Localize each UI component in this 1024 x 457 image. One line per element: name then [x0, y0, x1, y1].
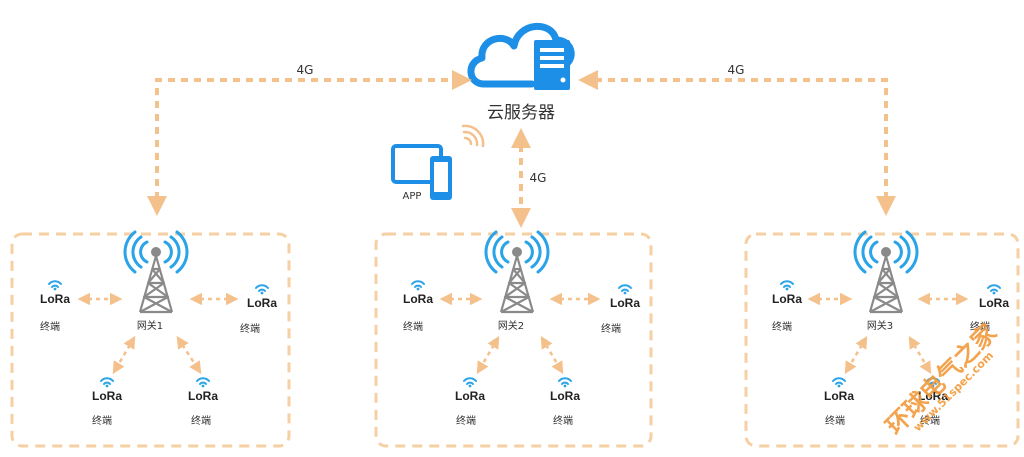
- link-middle-label: 4G: [530, 171, 547, 185]
- gateway-group-3: 网关3 LoRa 终端 LoRa 终端 LoRa 终端 LoRa 终端: [744, 230, 1020, 448]
- terminal-label: 终端: [456, 414, 476, 427]
- lora-logo: LoRa: [92, 389, 122, 403]
- cloud-server-icon: [467, 22, 575, 90]
- lora-logo: LoRa: [979, 296, 1009, 310]
- terminal-label: 终端: [601, 322, 621, 335]
- tower-icon: [123, 230, 189, 314]
- gateway-label: 网关2: [498, 319, 524, 332]
- wifi-icon: [618, 284, 632, 296]
- gateway-group-1: 网关1 LoRa 终端 LoRa 终端 LoRa 终端 LoRa 终端: [10, 230, 291, 448]
- terminal-label: 终端: [825, 414, 845, 427]
- lora-logo: LoRa: [772, 292, 802, 306]
- wifi-icon: [100, 377, 114, 389]
- terminal-label: 终端: [92, 414, 112, 427]
- lora-logo: LoRa: [40, 292, 70, 306]
- tower-icon: [853, 230, 919, 314]
- wifi-icon: [463, 377, 477, 389]
- terminal-label: 终端: [191, 414, 211, 427]
- tower-icon: [484, 230, 550, 314]
- gateway-group-2: 网关2 LoRa 终端 LoRa 终端 LoRa 终端 LoRa 终端: [374, 230, 653, 448]
- watermark: 环球电气之家 www.51spec.com: [880, 319, 1002, 441]
- lora-logo: LoRa: [455, 389, 485, 403]
- watermark-text: 环球电气之家: [880, 319, 1002, 441]
- terminal-label: 终端: [920, 414, 940, 427]
- link-left-label: 4G: [297, 63, 314, 77]
- lora-logo: LoRa: [610, 296, 640, 310]
- link-right-label: 4G: [728, 63, 745, 77]
- wifi-icon: [832, 377, 846, 389]
- lora-logo: LoRa: [403, 292, 433, 306]
- lora-logo: LoRa: [824, 389, 854, 403]
- wifi-icon: [411, 280, 425, 292]
- cloud-server-label: 云服务器: [487, 103, 555, 123]
- lora-logo: LoRa: [188, 389, 218, 403]
- terminal-label: 终端: [40, 320, 60, 333]
- terminal-label: 终端: [553, 414, 573, 427]
- link-right: [578, 70, 896, 216]
- terminal-label: 终端: [240, 322, 260, 335]
- lora-logo: LoRa: [550, 389, 580, 403]
- lora-logo: LoRa: [247, 296, 277, 310]
- terminal-label: 终端: [970, 320, 990, 333]
- app-label: APP: [403, 191, 422, 202]
- gateway-label: 网关3: [867, 319, 893, 332]
- wifi-icon: [255, 284, 269, 296]
- tablet-phone-icon: [391, 124, 485, 200]
- link-left: [147, 70, 472, 216]
- wifi-icon: [196, 377, 210, 389]
- terminal-label: 终端: [403, 320, 423, 333]
- wifi-icon: [48, 280, 62, 292]
- gateway-label: 网关1: [137, 319, 163, 332]
- wifi-icon: [780, 280, 794, 292]
- wifi-icon: [558, 377, 572, 389]
- lora-logo: LoRa: [918, 389, 948, 403]
- wifi-icon: [987, 284, 1001, 296]
- terminal-label: 终端: [772, 320, 792, 333]
